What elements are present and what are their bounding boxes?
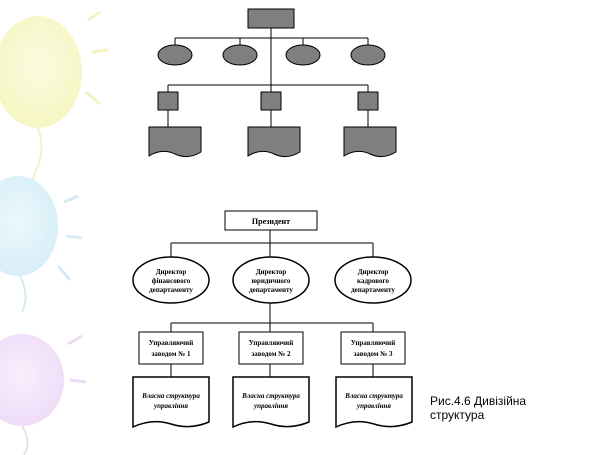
- director-label-line: департаменту: [149, 286, 193, 294]
- own-structure-label-line: Власна структура: [241, 392, 300, 400]
- schematic-document: [343, 126, 397, 158]
- schematic-oval: [350, 44, 386, 66]
- schematic-document: [148, 126, 202, 158]
- director-label-line: юридичного: [252, 277, 291, 285]
- schematic-document: [247, 126, 301, 158]
- plant-manager-label-line: Управляючий: [351, 339, 396, 347]
- director-label-line: Директор: [256, 268, 287, 276]
- schematic-box: [157, 91, 179, 111]
- director-node-legal: Директор юридичного департаменту: [232, 256, 310, 304]
- own-structure-label-line: Власна структура: [141, 392, 200, 400]
- director-node-finance: Директор фінансового департаменту: [132, 256, 210, 304]
- director-label-line: кадрового: [357, 277, 389, 285]
- president-label: Президент: [252, 217, 290, 226]
- plant-manager-node-2: Управляючий заводом № 2: [238, 331, 304, 365]
- own-structure-label-line: Власна структура: [344, 392, 403, 400]
- divisional-structure-diagram: Президент Директор фінансового департаме…: [132, 210, 413, 429]
- own-structure-node-2: Власна структура управління: [232, 376, 310, 429]
- own-structure-node-3: Власна структура управління: [335, 376, 413, 429]
- schematic-connectors: [167, 28, 369, 127]
- plant-manager-label-line: заводом № 2: [251, 350, 291, 358]
- president-node: Президент: [224, 210, 318, 231]
- plant-manager-label-line: заводом № 3: [353, 350, 393, 358]
- schematic-box: [357, 91, 379, 111]
- director-label-line: департаменту: [249, 286, 293, 294]
- own-structure-label-line: управління: [253, 402, 288, 410]
- background-decoration: [0, 10, 109, 455]
- violet-balloon: [0, 334, 87, 455]
- figure-caption: Рис.4.6 Дивізійна структура: [430, 394, 600, 422]
- yellow-balloon: [0, 10, 109, 206]
- blue-balloon: [0, 176, 83, 313]
- director-label-line: фінансового: [152, 277, 191, 285]
- caption-line: Рис.4.6 Дивізійна: [430, 394, 527, 408]
- plant-manager-label-line: Управляючий: [249, 339, 294, 347]
- schematic-oval: [222, 44, 258, 66]
- director-label-line: Директор: [156, 268, 187, 276]
- schematic-oval: [285, 44, 321, 66]
- plant-manager-node-3: Управляючий заводом № 3: [340, 331, 406, 365]
- own-structure-label-line: управління: [356, 402, 391, 410]
- director-label-line: департаменту: [351, 286, 395, 294]
- caption-line: структура: [430, 408, 485, 422]
- plant-manager-node-1: Управляючий заводом № 1: [138, 331, 204, 365]
- director-node-hr: Директор кадрового департаменту: [334, 256, 412, 304]
- schematic-box: [260, 91, 282, 111]
- director-label-line: Директор: [358, 268, 389, 276]
- plant-manager-label-line: заводом № 1: [151, 350, 191, 358]
- plant-manager-label-line: Управляючий: [149, 339, 194, 347]
- own-structure-label-line: управління: [153, 402, 188, 410]
- own-structure-node-1: Власна структура управління: [132, 376, 210, 429]
- schematic-top-box: [247, 8, 295, 29]
- schematic-oval: [157, 44, 193, 66]
- schematic-diagram: [148, 8, 397, 158]
